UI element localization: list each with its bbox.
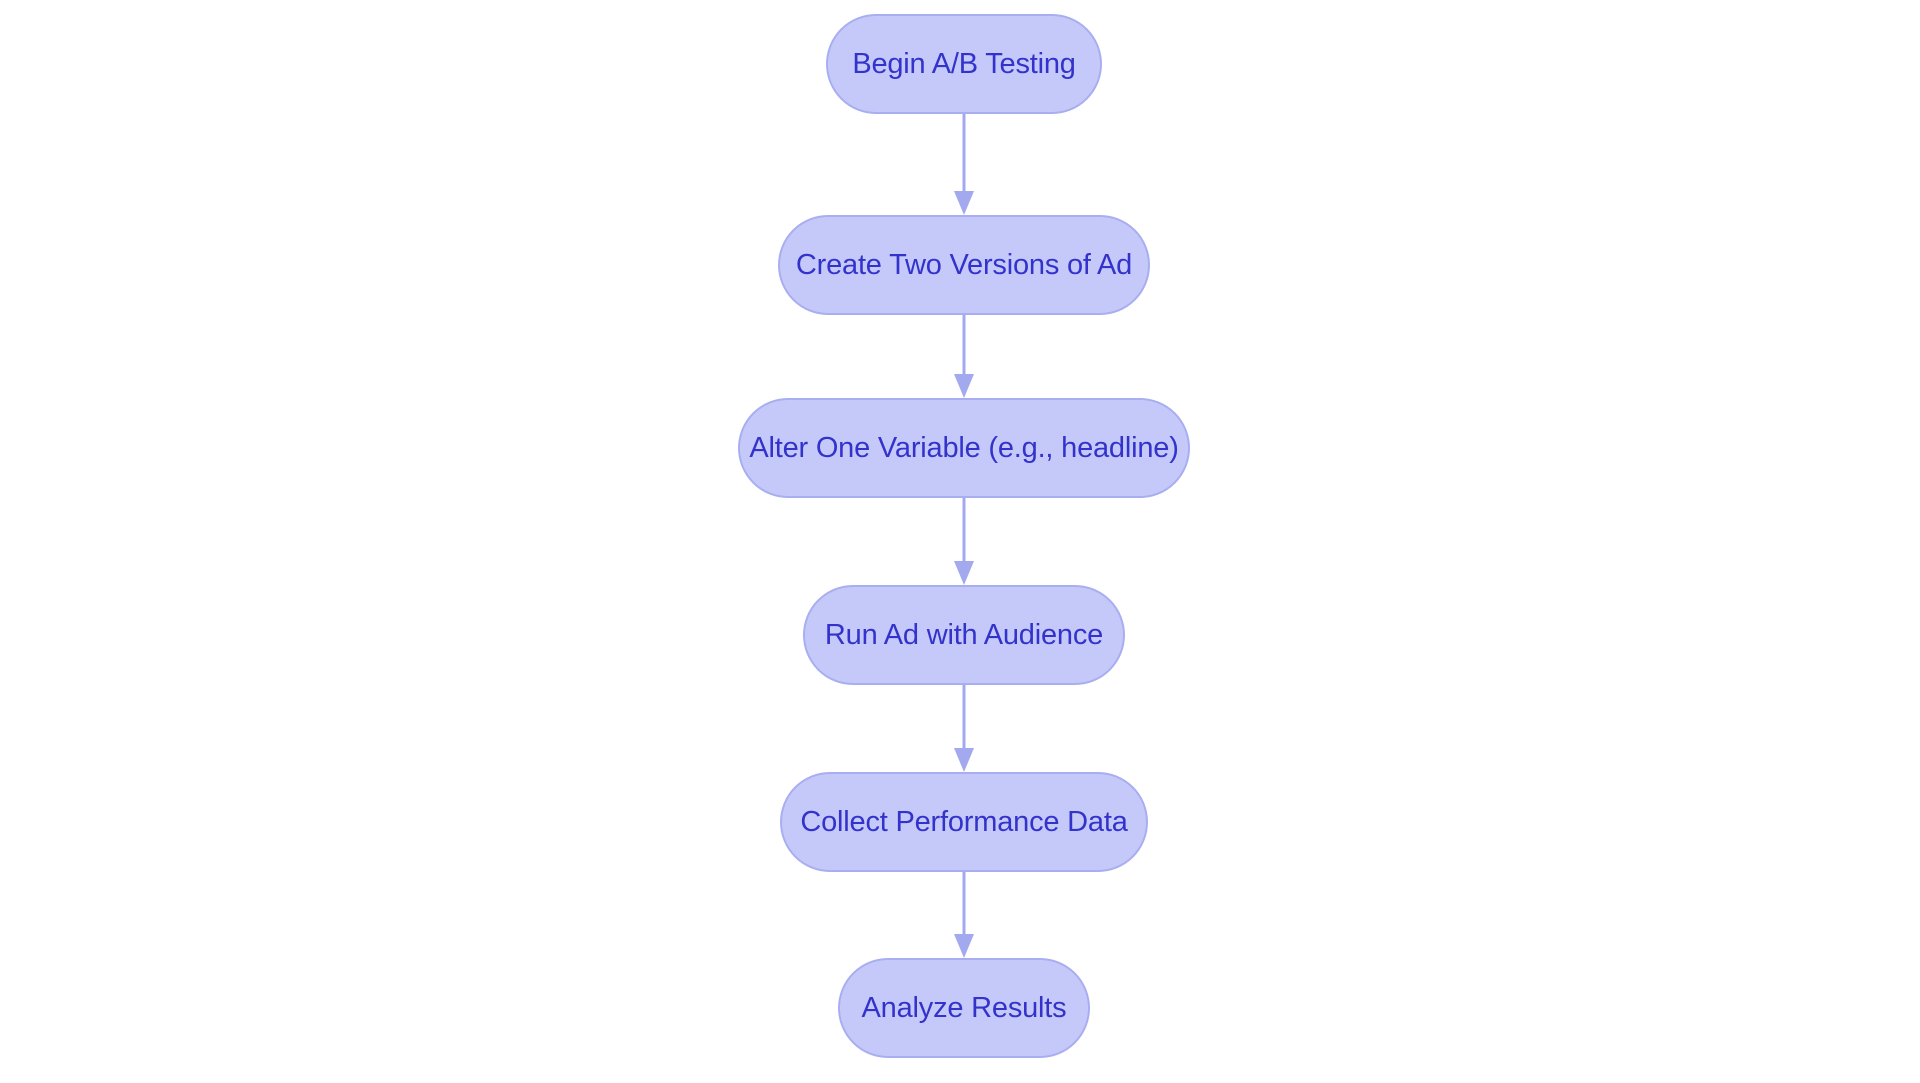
flowchart-node-label: Create Two Versions of Ad [795, 248, 1133, 281]
flowchart-node-label: Begin A/B Testing [852, 47, 1076, 80]
flowchart-node-analyze-results[interactable]: Analyze Results [838, 958, 1090, 1058]
connector-n3-n4 [951, 498, 977, 585]
flowchart-node-alter-one-variable[interactable]: Alter One Variable (e.g., headline) [738, 398, 1190, 498]
flowchart-node-label: Alter One Variable (e.g., headline) [749, 431, 1179, 464]
flowchart-node-begin-ab-testing[interactable]: Begin A/B Testing [826, 14, 1102, 114]
connector-n5-n6 [951, 872, 977, 958]
flowchart-node-create-two-versions-of-ad[interactable]: Create Two Versions of Ad [778, 215, 1150, 315]
connector-n2-n3 [951, 315, 977, 398]
flowchart-node-label: Run Ad with Audience [824, 618, 1104, 651]
connector-n1-n2 [951, 114, 977, 215]
flowchart-node-run-ad-with-audience[interactable]: Run Ad with Audience [803, 585, 1125, 685]
flowchart-node-label: Analyze Results [861, 991, 1067, 1024]
connector-n4-n5 [951, 685, 977, 772]
flowchart-node-collect-performance-data[interactable]: Collect Performance Data [780, 772, 1148, 872]
flowchart-node-label: Collect Performance Data [800, 805, 1128, 838]
